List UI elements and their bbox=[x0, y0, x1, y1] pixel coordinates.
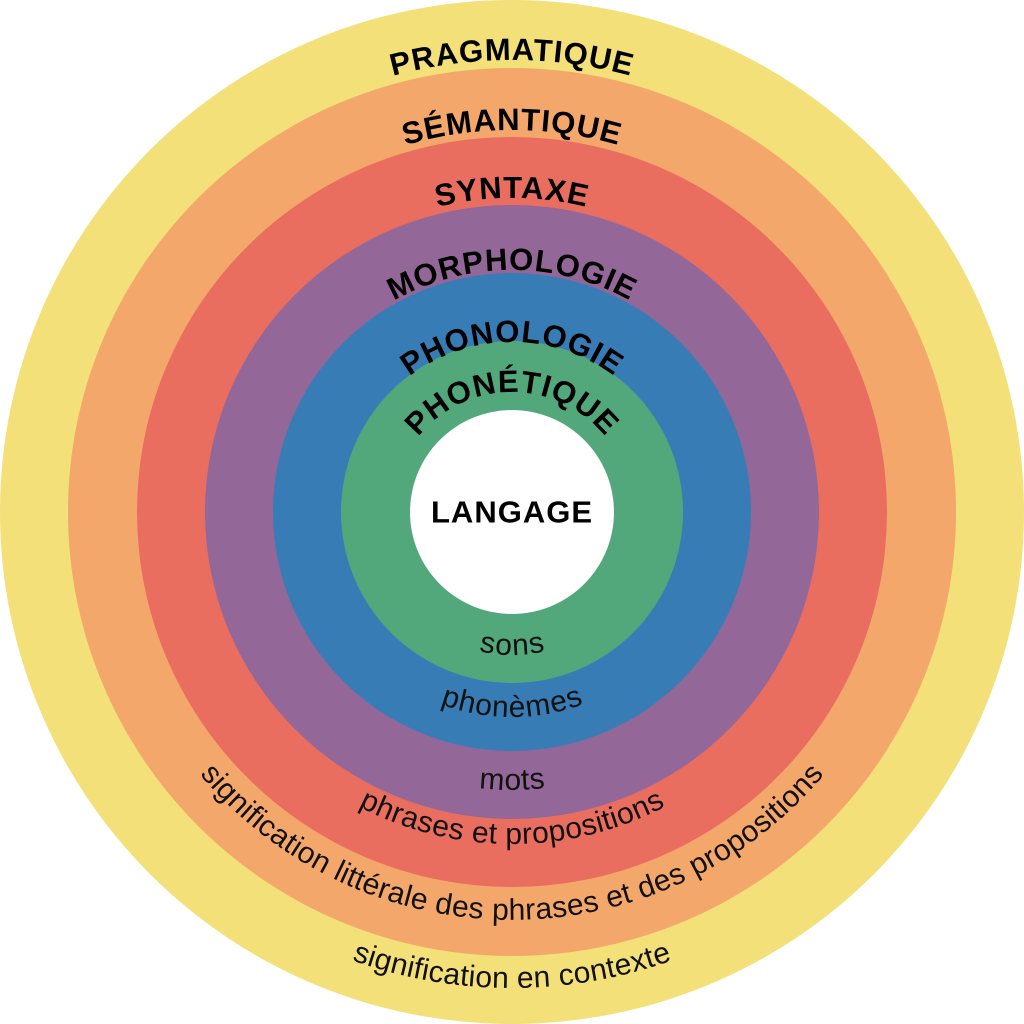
center-disc bbox=[410, 410, 614, 614]
ring-subtitle-morphologie: mots bbox=[478, 762, 546, 797]
center-label: LANGAGE bbox=[431, 495, 593, 530]
